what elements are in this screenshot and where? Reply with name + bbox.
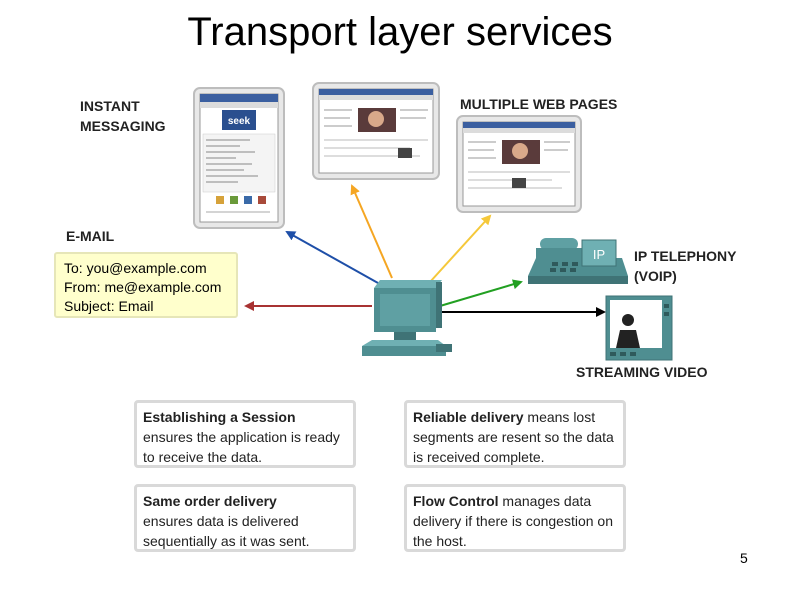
info-same-order-bold: Same order delivery	[143, 493, 277, 509]
label-streaming-video: STREAMING VIDEO	[576, 364, 708, 380]
ip-phone-icon: IP	[528, 238, 628, 284]
label-ip-telephony-line2: (VOIP)	[634, 268, 677, 284]
arrow-to-voip	[439, 279, 523, 307]
info-session-line3: to receive the data.	[143, 449, 263, 465]
arrow-to-web-page	[350, 184, 393, 279]
info-box-same-order: Same order delivery ensures data is deli…	[134, 484, 356, 552]
info-flow-bold: Flow Control	[413, 493, 499, 509]
info-reliable-rest: means lost	[523, 409, 596, 425]
im-logo-text: seek	[228, 116, 251, 127]
label-instant-messaging: INSTANT MESSAGING	[80, 96, 166, 136]
label-email: E-MAIL	[66, 228, 115, 244]
tv-icon	[605, 295, 673, 361]
info-reliable-line2: segments are resent so the data	[413, 429, 614, 445]
email-to: To: you@example.com	[64, 260, 207, 276]
info-box-session: Establishing a Session ensures the appli…	[134, 400, 356, 468]
info-same-order-line3: sequentially as it was sent.	[143, 533, 310, 549]
arrow-to-im	[285, 231, 379, 284]
info-session-line2: ensures the application is ready	[143, 429, 340, 445]
email-message-box: To: you@example.com From: me@example.com…	[54, 252, 238, 318]
im-window-icon: seek	[193, 87, 285, 229]
info-flow-line3: the host.	[413, 533, 467, 549]
info-session-bold: Establishing a Session	[143, 409, 296, 425]
info-box-flow-control: Flow Control manages data delivery if th…	[404, 484, 626, 552]
email-from: From: me@example.com	[64, 279, 222, 295]
page-number: 5	[740, 550, 748, 566]
info-reliable-bold: Reliable delivery	[413, 409, 524, 425]
multiple-web-pages-icon	[456, 115, 582, 213]
info-flow-line2: delivery if there is congestion on	[413, 513, 613, 529]
label-multiple-web-pages: MULTIPLE WEB PAGES	[460, 96, 618, 112]
computer-icon	[362, 280, 452, 356]
info-box-reliable: Reliable delivery means lost segments ar…	[404, 400, 626, 468]
email-subject: Subject: Email	[64, 298, 154, 314]
label-instant-messaging-line1: INSTANT	[80, 98, 140, 114]
info-reliable-line3: is received complete.	[413, 449, 545, 465]
label-ip-telephony-line1: IP TELEPHONY	[634, 248, 737, 264]
phone-screen-text: IP	[593, 247, 605, 262]
info-same-order-line2: ensures data is delivered	[143, 513, 299, 529]
arrow-to-multiple-web-pages	[429, 214, 492, 283]
label-instant-messaging-line2: MESSAGING	[80, 118, 166, 134]
info-flow-rest: manages data	[498, 493, 592, 509]
slide-title: Transport layer services	[187, 10, 613, 54]
web-page-icon	[312, 82, 440, 180]
label-ip-telephony: IP TELEPHONY (VOIP)	[634, 246, 736, 286]
